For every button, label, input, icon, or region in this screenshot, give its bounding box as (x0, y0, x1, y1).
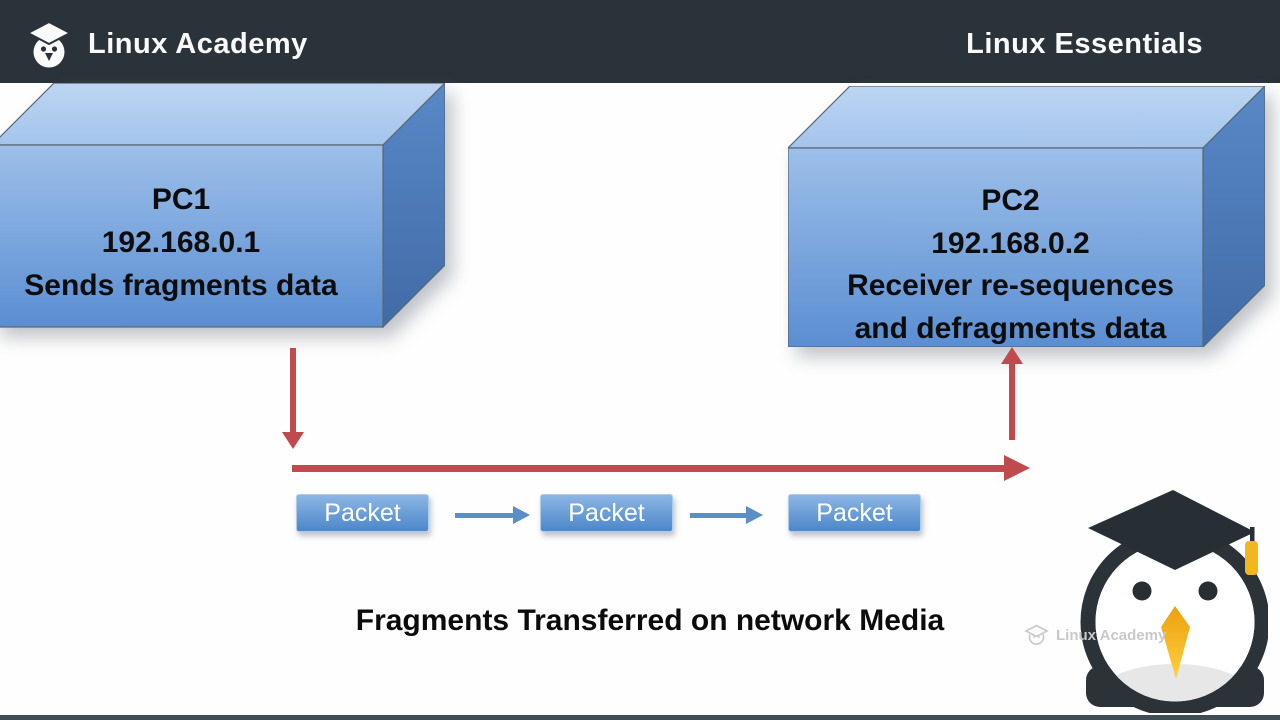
pc1-ip: 192.168.0.1 (101, 226, 261, 259)
bottom-bar (0, 715, 1280, 720)
network-media-arrow-head-icon (1004, 455, 1030, 481)
packet-1-label: Packet (324, 498, 401, 527)
pc1-label: PC1 192.168.0.1 Sends fragments data (0, 178, 376, 307)
brand-name: Linux Academy (88, 28, 308, 60)
packet-arrow-2-head-icon (746, 506, 763, 524)
pc2-description-line2: and defragments data (854, 311, 1167, 345)
owl-graduation-cap-outline-icon (1024, 624, 1049, 645)
watermark-text: Linux Academy (1056, 627, 1167, 644)
pc1-down-arrow-head-icon (282, 432, 304, 449)
packet-arrow-1-head-icon (513, 506, 530, 524)
packet-arrow-2-line (690, 513, 747, 518)
pc1-name: PC1 (151, 183, 211, 216)
packet-box-2: Packet (540, 494, 673, 532)
packet-2-label: Packet (568, 498, 645, 527)
course-title: Linux Essentials (966, 28, 1203, 60)
pc1-box (0, 83, 445, 328)
pc2-name: PC2 (981, 184, 1040, 217)
pc2-box (788, 86, 1265, 347)
packet-box-3: Packet (788, 494, 921, 532)
packet-3-label: Packet (816, 498, 893, 527)
pc2-up-arrow-head-icon (1001, 347, 1023, 364)
watermark: Linux Academy (1024, 624, 1166, 647)
brand: Linux Academy (26, 19, 308, 71)
pc1-description: Sends fragments data (24, 269, 338, 302)
packet-arrow-1-line (455, 513, 514, 518)
packet-box-1: Packet (296, 494, 429, 532)
header-bar: Linux Academy Linux Essentials (0, 0, 1280, 83)
pc2-label: PC2 192.168.0.2 Receiver re-sequences an… (788, 180, 1203, 350)
network-media-arrow-line (292, 465, 1005, 472)
pc2-ip: 192.168.0.2 (931, 226, 1090, 260)
owl-graduation-cap-icon (26, 20, 72, 67)
diagram-caption: Fragments Transferred on network Media (355, 604, 945, 637)
penguin-graduation-cap-mascot (1080, 490, 1268, 713)
pc2-up-arrow-line (1009, 362, 1015, 440)
pc2-description-line1: Receiver re-sequences (847, 269, 1174, 302)
pc1-down-arrow-line (290, 348, 296, 434)
